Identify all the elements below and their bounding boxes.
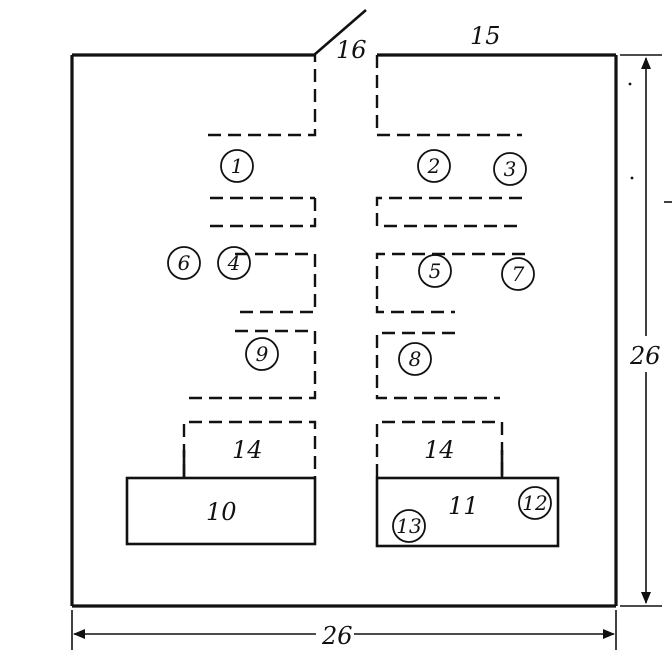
circled-marker-1: 1: [220, 149, 254, 183]
width-dimension: 26: [71, 610, 617, 650]
right-outline-top: [375, 55, 522, 137]
room-walls: [70, 53, 618, 608]
marker-number: 4: [227, 251, 241, 275]
circled-marker-8: 8: [398, 342, 432, 376]
right-outline-8: [375, 331, 500, 400]
marker-circle: [392, 509, 426, 543]
right-outline-14: [375, 420, 504, 477]
door-leaf: [313, 9, 367, 56]
marker-circle: [418, 254, 452, 288]
stray-dot-2: [630, 176, 634, 180]
circled-marker-6: 6: [167, 246, 201, 280]
circled-marker-12: 12: [518, 486, 552, 520]
marker-circle: [417, 149, 451, 183]
circled-marker-9: 9: [245, 337, 279, 371]
marker-number: 6: [178, 251, 191, 275]
circled-marker-7: 7: [501, 257, 535, 291]
left-outline-14: [182, 420, 317, 477]
circled-marker-2: 2: [417, 149, 451, 183]
circled-marker-13: 13: [392, 509, 426, 543]
marker-number: 7: [512, 262, 525, 286]
marker-number: 2: [427, 154, 441, 178]
block-10: [125, 476, 317, 546]
stray-dot-1: [628, 82, 632, 86]
block-10-label: 10: [206, 498, 237, 526]
circled-marker-4: 4: [217, 246, 251, 280]
width-dim-label: 26: [321, 622, 353, 650]
left-outline-4: [235, 252, 317, 314]
left-dashed-outlines: [182, 55, 317, 477]
circled-marker-3: 3: [493, 152, 527, 186]
marker-number: 13: [396, 514, 421, 538]
block-11-label: 11: [448, 492, 479, 520]
marker-circle: [501, 257, 535, 291]
left-outline-top: [208, 55, 317, 137]
marker-number: 5: [429, 259, 442, 283]
block-11: [375, 476, 560, 548]
marker-circle: [217, 246, 251, 280]
marker-number: 1: [231, 154, 244, 178]
height-dimension: 26: [620, 54, 662, 607]
top-right-label: 15: [470, 22, 501, 50]
marker-circle: [398, 342, 432, 376]
circled-marker-5: 5: [418, 254, 452, 288]
left-outline-9: [182, 329, 317, 400]
right-dashed-outlines: [375, 55, 525, 477]
left-block-14-label: 14: [232, 436, 263, 464]
right-block-14-label: 14: [424, 436, 455, 464]
right-outline-mid: [375, 196, 522, 228]
marker-number: 12: [522, 491, 547, 515]
marker-number: 3: [504, 157, 517, 181]
marker-number: 9: [256, 342, 269, 366]
marker-circle: [167, 246, 201, 280]
left-outline-mid-b: [210, 198, 317, 228]
marker-number: 8: [409, 347, 422, 371]
marker-circle: [518, 486, 552, 520]
marker-circle: [493, 152, 527, 186]
right-outline-5: [375, 252, 525, 314]
marker-circle: [220, 149, 254, 183]
marker-circle: [245, 337, 279, 371]
door-label: 16: [336, 36, 367, 64]
height-dim-label: 26: [629, 342, 661, 370]
